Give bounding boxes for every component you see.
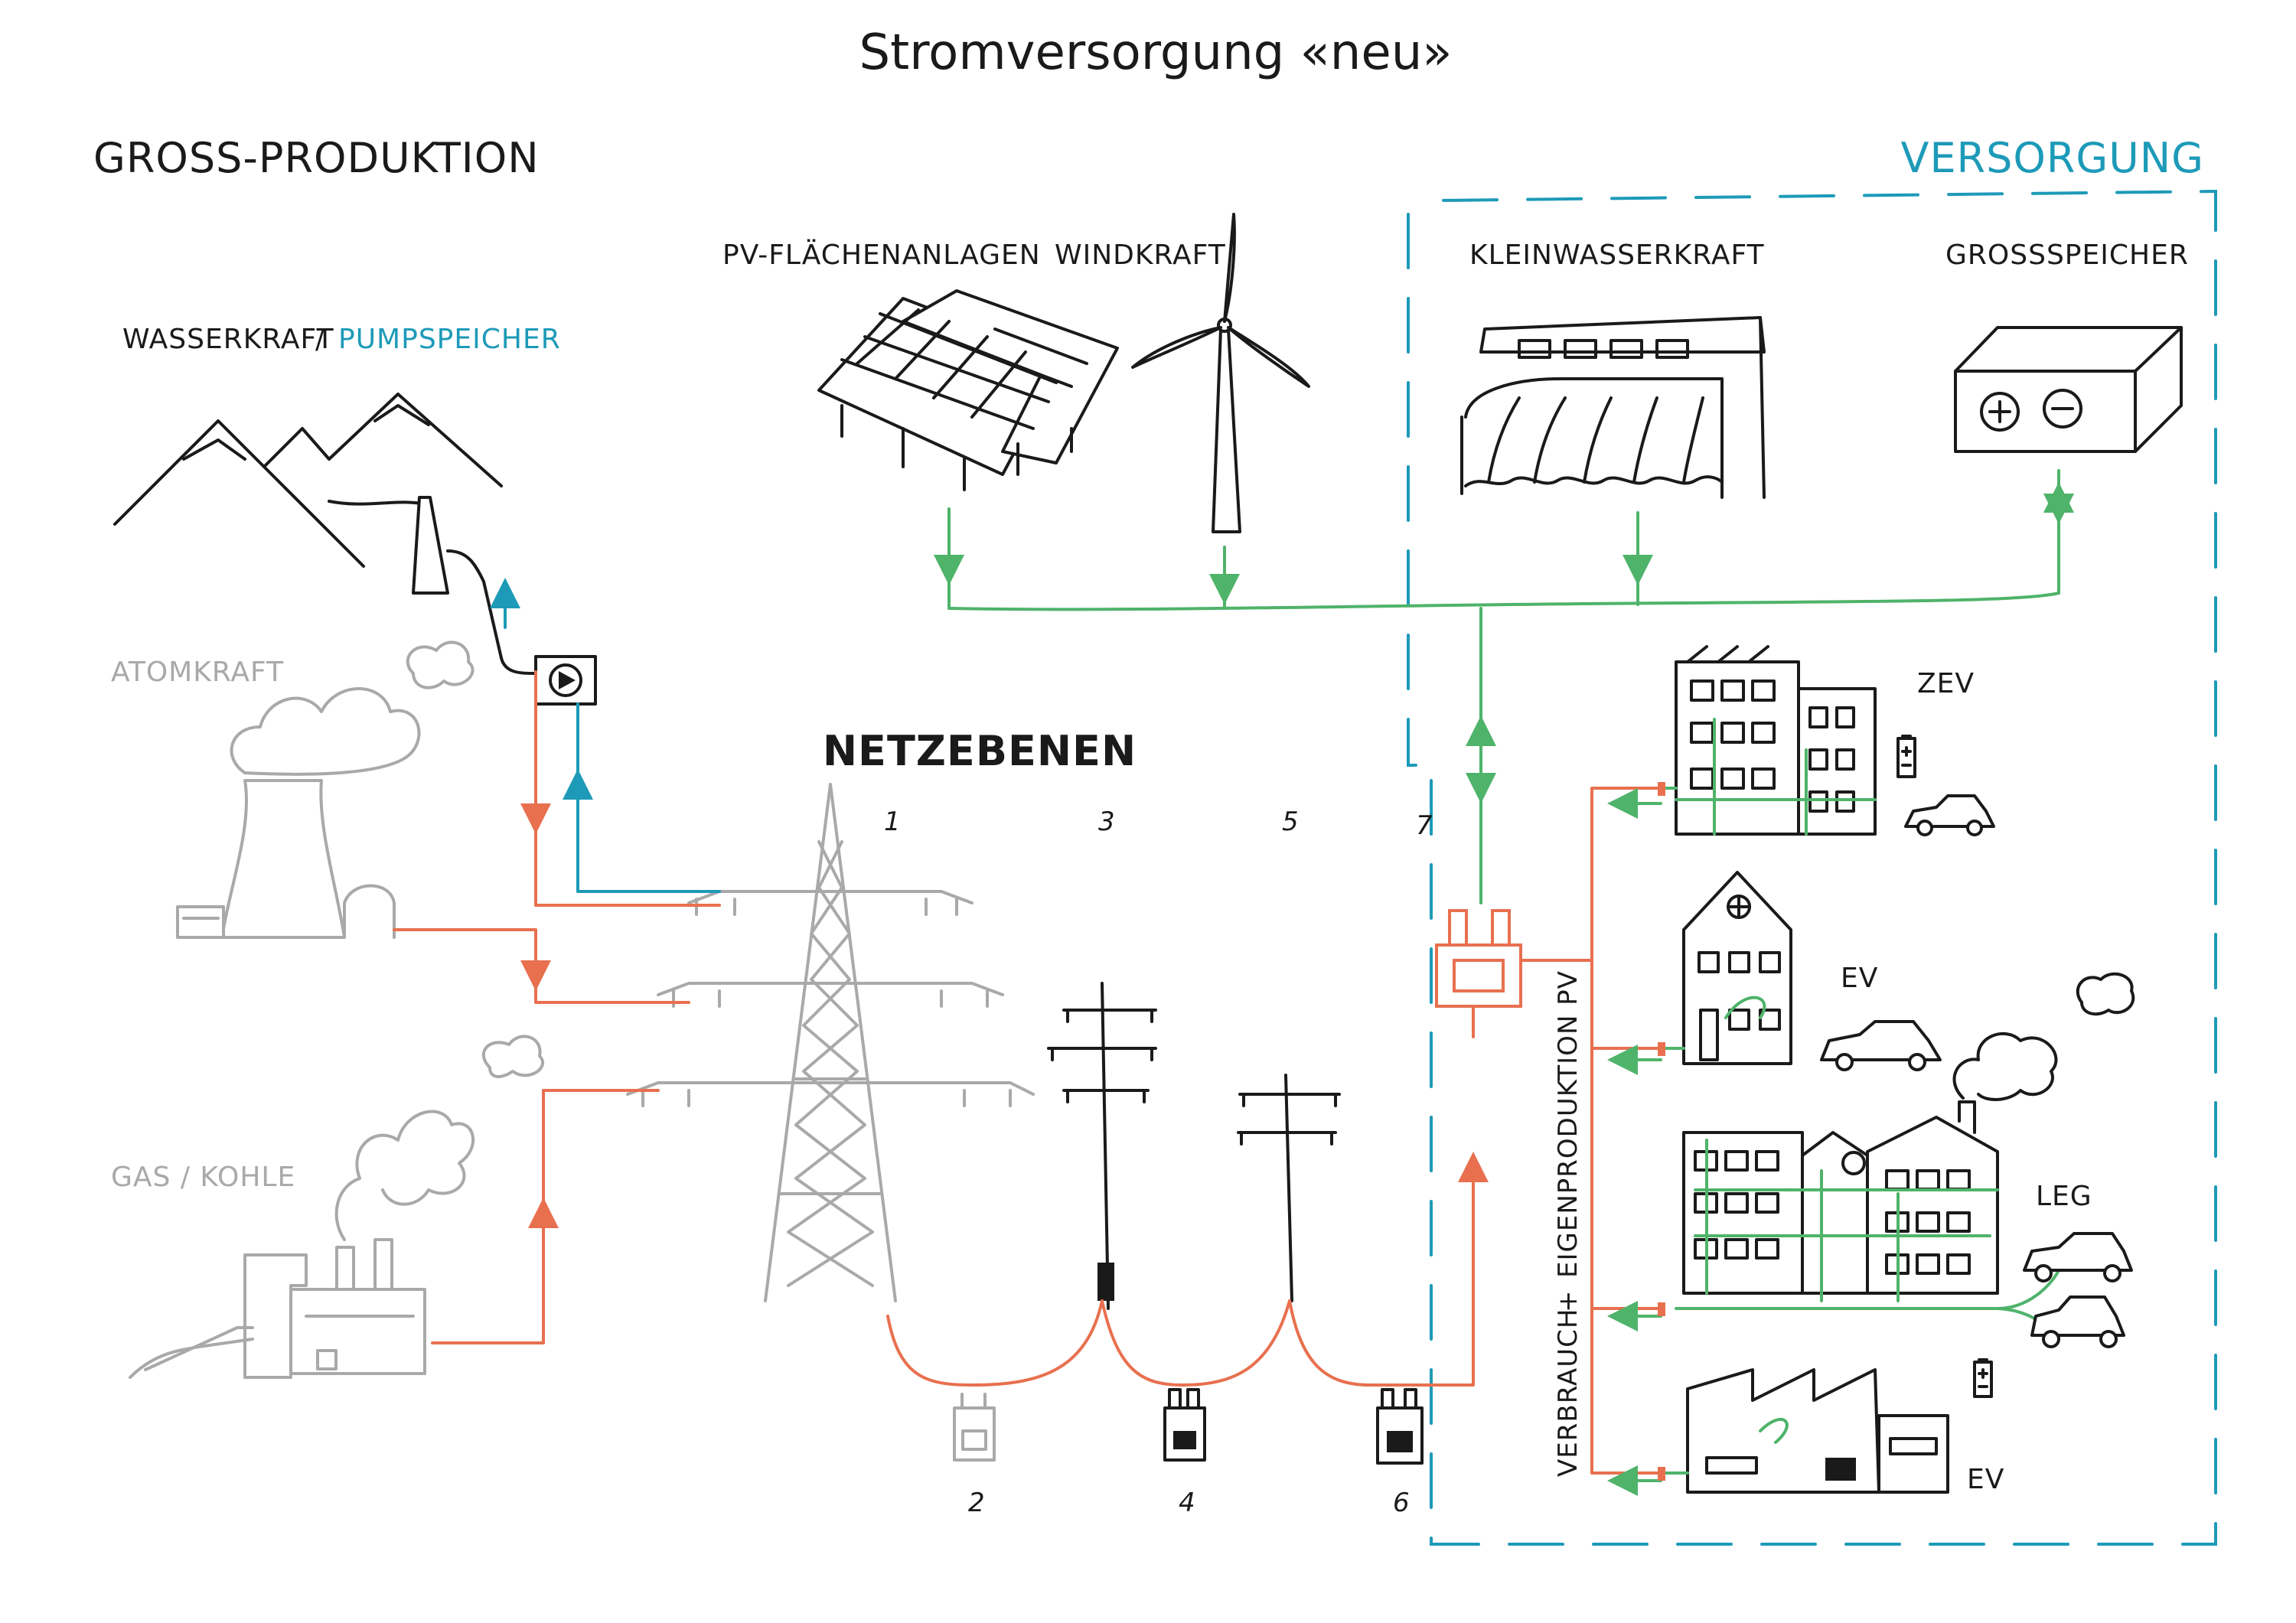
label-kleinwasserkraft: KLEINWASSERKRAFT <box>1469 240 1765 271</box>
page-title: Stromversorgung «neu» <box>859 24 1453 81</box>
grid-level-7: 7 <box>1416 810 1433 841</box>
nuclear-plant-icon <box>176 640 475 939</box>
section-gross-produktion: GROSS-PRODUKTION <box>93 134 540 182</box>
zev-building-icon <box>1675 645 1877 836</box>
leg-battery-icon <box>1973 1358 1993 1398</box>
medium-voltage-pole-icon <box>1047 982 1157 1310</box>
high-voltage-pylon-icon <box>626 783 1035 1302</box>
label-grossspeicher: GROSSSPEICHER <box>1945 240 2189 271</box>
substation-4-icon <box>1163 1388 1206 1462</box>
versorgung-boundary <box>1407 189 2217 1546</box>
green-generation-bus <box>934 469 2074 904</box>
pump-unit-icon <box>534 655 597 706</box>
grid-level-1: 1 <box>884 807 901 837</box>
label-leg: LEG <box>2036 1181 2092 1212</box>
leg-buildings-icon <box>1675 972 2135 1333</box>
meter-markers <box>1658 782 1665 1481</box>
pumpspeicher-return-line <box>576 702 721 893</box>
wind-turbine-icon <box>1131 213 1310 533</box>
hydro-mountains-icon <box>113 393 537 675</box>
gas-coal-plant-icon <box>129 1035 545 1379</box>
label-windkraft: WINDKRAFT <box>1055 240 1226 271</box>
substation-6-icon <box>1376 1388 1424 1465</box>
grid-level-6: 6 <box>1393 1488 1410 1518</box>
ev-house-icon <box>1682 871 1792 1065</box>
substation-7-icon <box>1435 909 1522 1008</box>
label-zev: ZEV <box>1917 668 1975 699</box>
leg-car-2-icon <box>2030 1295 2125 1348</box>
grid-level-3: 3 <box>1098 807 1115 837</box>
substation-2-icon <box>953 1393 996 1462</box>
vertical-label-eigenproduktion: EIGENPRODUKTION PV <box>1553 970 1583 1278</box>
leg-car-1-icon <box>2023 1232 2133 1282</box>
label-separator: / <box>315 324 325 355</box>
label-pv: PV-FLÄCHENANLAGEN <box>722 239 1041 271</box>
label-ev-house: EV <box>1841 963 1878 994</box>
vertical-label: VERBRAUCH + EIGENPRODUKTION PV <box>1553 970 1583 1477</box>
section-versorgung: VERSORGUNG <box>1901 134 2205 182</box>
zev-battery-icon <box>1896 735 1916 778</box>
vertical-label-plus: + <box>1553 1290 1583 1313</box>
ev-factory-icon <box>1686 1368 1949 1494</box>
solar-panel-icon <box>817 289 1119 491</box>
low-voltage-pole-icon <box>1237 1074 1341 1302</box>
label-ev-factory: EV <box>1967 1464 2004 1495</box>
label-atomkraft: ATOMKRAFT <box>111 657 284 688</box>
green-feedback-arrows <box>1607 787 1689 1496</box>
battery-storage-icon <box>1954 326 2183 453</box>
grid-level-4: 4 <box>1179 1488 1195 1518</box>
label-wasserkraft: WASSERKRAFT <box>122 324 334 355</box>
small-hydro-plant-icon <box>1460 316 1766 499</box>
vertical-label-verbrauch: VERBRAUCH <box>1553 1309 1583 1477</box>
label-gas-kohle: GAS / KOHLE <box>111 1162 295 1193</box>
ev-house-car-icon <box>1820 1020 1942 1071</box>
section-netzebenen: NETZEBENEN <box>823 727 1137 775</box>
zev-car-icon <box>1904 794 1995 836</box>
grid-level-2: 2 <box>968 1488 985 1518</box>
grid-level-5: 5 <box>1282 807 1299 837</box>
orange-supply-lines <box>393 670 1662 1475</box>
label-pumpspeicher: PUMPSPEICHER <box>338 324 561 355</box>
